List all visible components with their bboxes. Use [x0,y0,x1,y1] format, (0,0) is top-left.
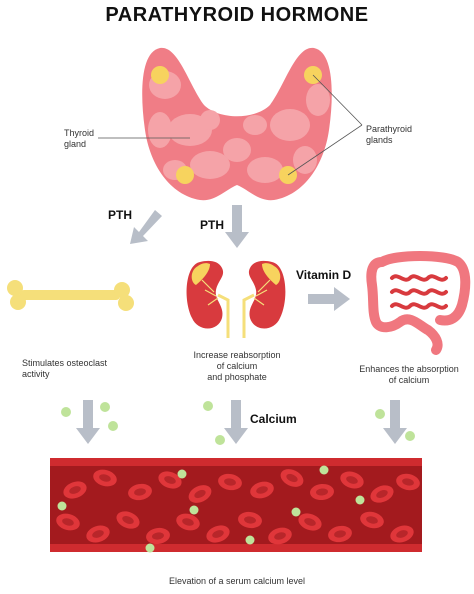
red-blood-cell [390,525,414,543]
red-blood-cell [56,513,80,531]
vitamin-d-arrow [308,287,350,311]
calcium-arrow-left [76,400,100,444]
calcium-ion [375,409,385,419]
red-blood-cell [280,469,304,487]
calcium-ions [61,401,415,445]
calcium-label: Calcium [250,412,297,426]
red-blood-cell [93,469,117,487]
red-blood-cell [250,481,274,499]
calcium-ion [215,435,225,445]
red-blood-cell [146,527,170,545]
red-blood-cell [86,525,110,543]
kidneys [186,260,286,338]
calcium-ion [319,465,329,475]
pth-label-center: PTH [200,218,224,232]
red-blood-cell [298,513,322,531]
red-blood-cell [176,513,200,531]
red-blood-cell [63,481,87,499]
red-blood-cell [360,511,384,529]
blood-effect-text: Elevation of a serum calcium level [168,576,306,586]
parathyroid-gland [176,166,194,184]
red-blood-cell [396,473,420,491]
calcium-ion [245,535,255,545]
intestine [366,251,471,355]
red-blood-cell [128,483,152,501]
red-blood-cell [340,471,364,489]
pth-arrow-left [130,210,162,244]
red-blood-cell [370,485,394,503]
calcium-ion [189,505,199,515]
page-title: PARATHYROID HORMONE [105,4,369,26]
parathyroid-gland [151,66,169,84]
calcium-ion [145,543,155,553]
pth-label-left: PTH [108,208,132,222]
calcium-ion [291,507,301,517]
calcium-ion [108,421,118,431]
red-blood-cells [56,465,420,553]
pth-arrow-center [225,205,249,248]
red-blood-cell [268,527,292,545]
kidney-effect-text: Increase reabsorption of calcium and pho… [193,350,281,382]
calcium-ion [355,495,365,505]
calcium-ion [203,401,213,411]
calcium-ion [177,469,187,479]
bone-effect-text: Stimulates osteoclast activity [22,358,108,379]
leader-lines [98,74,363,176]
bone [7,280,134,311]
red-blood-cell [158,471,182,489]
calcium-arrow-right [383,400,407,444]
red-blood-cell [188,485,212,503]
calcium-ion [100,402,110,412]
calcium-ion [61,407,71,417]
red-blood-cell [116,511,140,529]
thyroid-gland [142,47,332,201]
pth-arrows [76,205,407,444]
vitamin-d-label: Vitamin D [296,268,352,282]
thyroid-gland-label: Thyroid gland [64,128,95,149]
red-blood-cell [206,525,230,543]
calcium-ion [405,431,415,441]
red-blood-cell [218,473,242,491]
calcium-ion [57,501,67,511]
red-blood-cell [238,511,262,529]
red-blood-cell [328,525,352,543]
calcium-arrow-center [224,400,248,444]
intestine-effect-text: Enhances the absorption of calcium [359,364,459,385]
parathyroid-glands-label: Parathyroid glands [366,124,413,145]
red-blood-cell [310,483,334,501]
